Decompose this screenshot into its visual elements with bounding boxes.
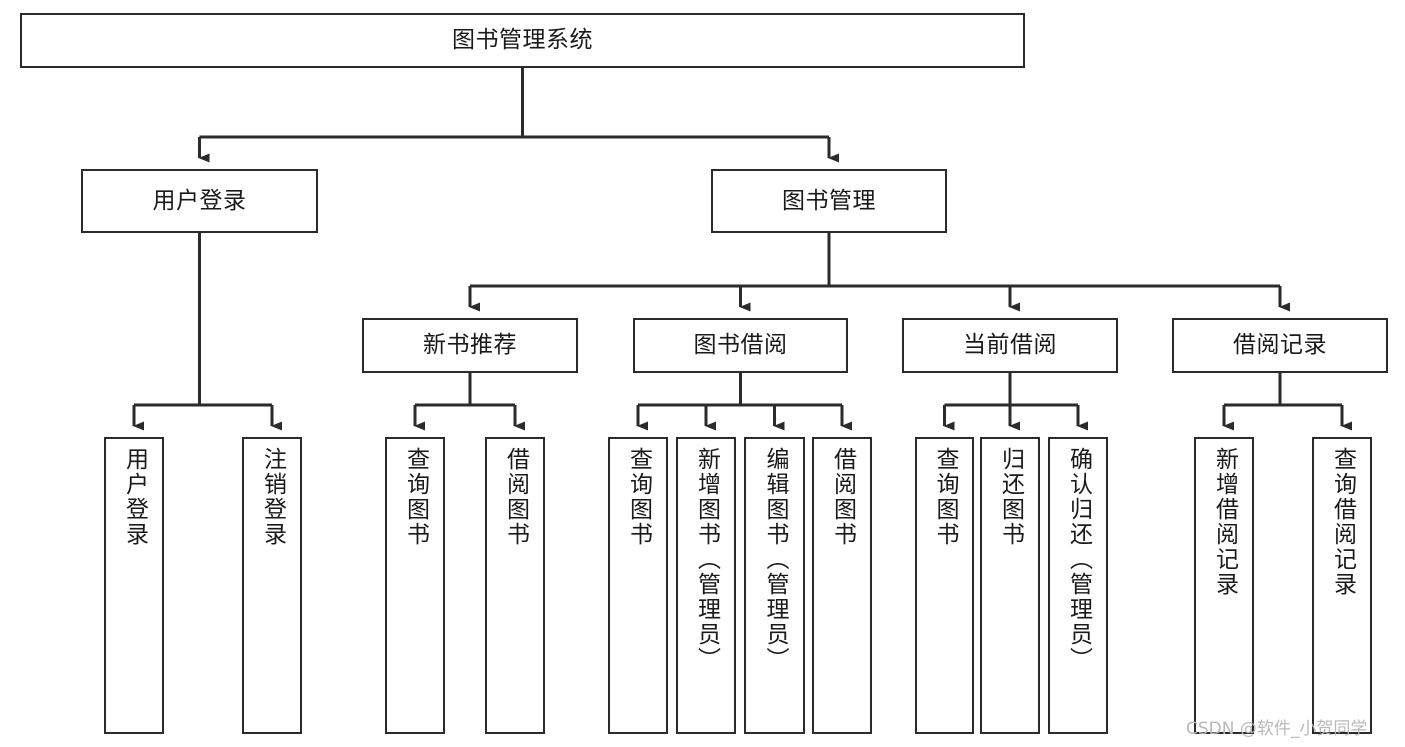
node-leaf-edit-book[interactable]: 编辑图书（管理员） bbox=[744, 437, 805, 734]
node-label: 查询图书 bbox=[625, 447, 652, 547]
node-leaf-user-logout[interactable]: 注销登录 bbox=[242, 437, 302, 734]
node-leaf-add-record[interactable]: 新增借阅记录 bbox=[1194, 437, 1254, 734]
node-label: 归还图书 bbox=[997, 447, 1024, 547]
node-label: 用户登录 bbox=[121, 447, 148, 547]
node-label: 图书管理 bbox=[782, 187, 876, 214]
node-leaf-return-book[interactable]: 归还图书 bbox=[980, 437, 1040, 734]
node-borrow-record[interactable]: 借阅记录 bbox=[1172, 318, 1388, 373]
node-leaf-add-book[interactable]: 新增图书（管理员） bbox=[676, 437, 736, 734]
node-label: 借阅记录 bbox=[1233, 332, 1327, 359]
node-leaf-query-book-1[interactable]: 查询图书 bbox=[385, 437, 445, 734]
node-leaf-user-login[interactable]: 用户登录 bbox=[104, 437, 164, 734]
node-leaf-borrow-book-1[interactable]: 借阅图书 bbox=[485, 437, 545, 734]
node-label: 借阅图书 bbox=[829, 447, 856, 547]
node-label: 图书管理系统 bbox=[452, 27, 593, 54]
node-new-book-rec[interactable]: 新书推荐 bbox=[362, 318, 578, 373]
node-label: 用户登录 bbox=[152, 187, 247, 214]
node-label: 查询图书 bbox=[932, 447, 958, 547]
node-root[interactable]: 图书管理系统 bbox=[20, 13, 1025, 68]
node-label: 新增图书（管理员） bbox=[693, 447, 720, 672]
node-label: 当前借阅 bbox=[963, 332, 1057, 359]
node-label: 注销登录 bbox=[259, 447, 286, 547]
node-label: 查询借阅记录 bbox=[1329, 447, 1356, 597]
node-label: 确认归还（管理员） bbox=[1065, 447, 1092, 672]
node-leaf-borrow-book-2[interactable]: 借阅图书 bbox=[812, 437, 872, 734]
node-label: 新书推荐 bbox=[423, 332, 517, 359]
node-leaf-query-record[interactable]: 查询借阅记录 bbox=[1312, 437, 1372, 734]
node-label: 新增借阅记录 bbox=[1211, 447, 1238, 597]
node-label: 查询图书 bbox=[402, 447, 429, 547]
node-leaf-confirm-return[interactable]: 确认归还（管理员） bbox=[1048, 437, 1108, 734]
node-label: 图书借阅 bbox=[693, 332, 788, 359]
node-leaf-query-book-3[interactable]: 查询图书 bbox=[915, 437, 974, 734]
node-leaf-query-book-2[interactable]: 查询图书 bbox=[608, 437, 668, 734]
node-current-borrow[interactable]: 当前借阅 bbox=[902, 318, 1118, 373]
node-user-login[interactable]: 用户登录 bbox=[81, 169, 318, 233]
node-label: 借阅图书 bbox=[502, 447, 529, 547]
node-book-manage[interactable]: 图书管理 bbox=[711, 169, 947, 233]
csdn-watermark: CSDN @软件_小贺同学 bbox=[1186, 719, 1368, 739]
node-book-borrow[interactable]: 图书借阅 bbox=[633, 318, 848, 373]
node-label: 编辑图书（管理员） bbox=[762, 447, 788, 672]
